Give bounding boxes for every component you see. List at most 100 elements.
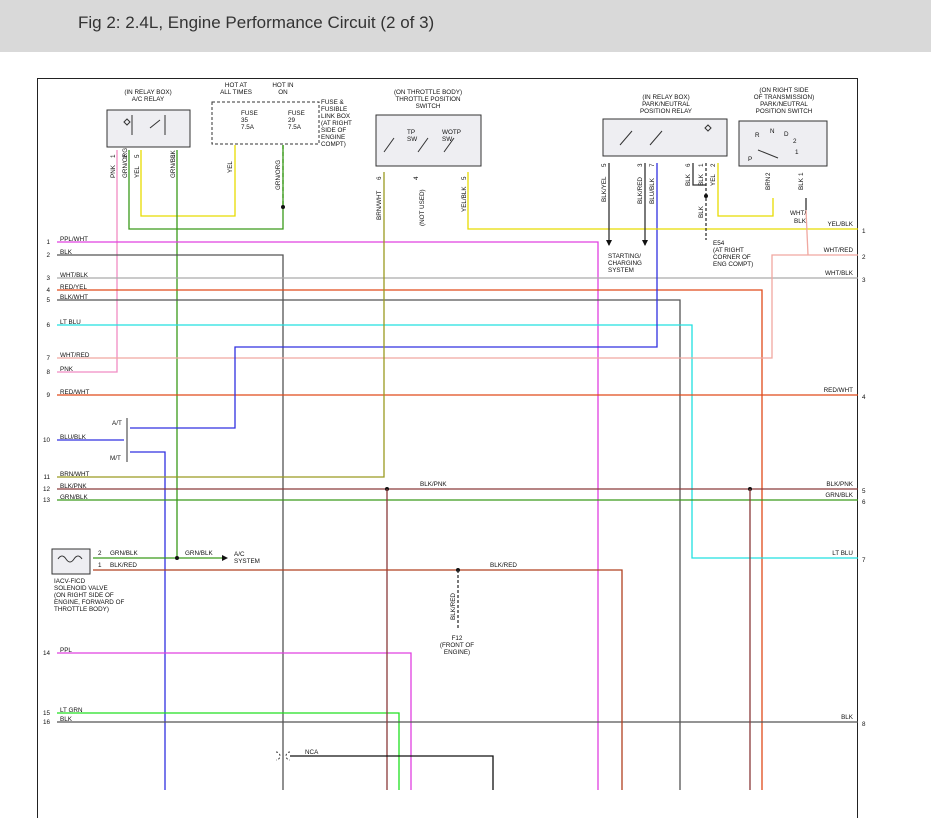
wire-ppl	[57, 652, 412, 790]
pn-relay-box	[602, 118, 728, 157]
wire-nca	[290, 755, 494, 790]
wire-brn-wht	[57, 172, 385, 478]
wire-pnk	[57, 150, 118, 373]
left-wire-label: BLK/PNK	[60, 483, 87, 490]
pn-pin-label: 1	[698, 163, 705, 167]
pn-wire-label: BLK/RED	[637, 177, 644, 204]
right-wire-label: BLK	[841, 714, 854, 721]
right-pin-number: 7	[862, 557, 866, 564]
iacv-wire: GRN/BLK	[185, 550, 213, 557]
ac-system-label: SYSTEM	[234, 558, 260, 565]
left-pin-number: 9	[46, 392, 50, 399]
f12-label: ENGINE)	[444, 649, 470, 656]
wire-pnsw-wht-red	[805, 209, 809, 256]
pn-switch-label: OF TRANSMISSION)	[754, 94, 814, 101]
f12-wire-label: BLK/RED	[450, 593, 457, 620]
left-wire-label: BRN/WHT	[60, 471, 90, 478]
left-pin-number: 11	[43, 474, 50, 481]
pn-pin-label: 3	[637, 163, 644, 167]
starting-label: CHARGING	[608, 260, 642, 267]
left-wire-label: RED/WHT	[60, 389, 90, 396]
wire-blk-wht	[57, 299, 681, 790]
fuse-35-label: 7.5A	[241, 124, 255, 131]
f12-label: (FRONT OF	[440, 642, 474, 649]
tps-switch-icon	[383, 137, 455, 153]
tps-label: THROTTLE POSITION	[395, 96, 461, 103]
ground-splice	[704, 194, 708, 198]
e54-label: E54	[713, 240, 725, 247]
iacv-wire: BLK/RED	[110, 562, 137, 569]
pnsw-wire-label: WHT/	[790, 210, 806, 217]
splice-label: BLK/PNK	[420, 481, 447, 488]
left-wire-label: WHT/RED	[60, 352, 90, 359]
fuse-hot-label: ON	[278, 89, 288, 96]
right-wire-label: WHT/BLK	[825, 270, 854, 277]
pn-pin-label: 5	[601, 163, 608, 167]
right-wire-label: BLK/PNK	[826, 481, 853, 488]
pn-letter: D	[784, 131, 789, 138]
page-title: Fig 2: 2.4L, Engine Performance Circuit …	[78, 13, 435, 32]
iacv-label: (ON RIGHT SIDE OF	[54, 592, 114, 599]
pn-letter: N	[770, 128, 775, 135]
left-pin-number: 13	[43, 497, 51, 504]
iacv-label: IACV-FICD	[54, 578, 86, 585]
fuse-box	[211, 101, 320, 145]
wire-blk	[57, 254, 284, 790]
pn-relay-label: POSITION RELAY	[640, 108, 693, 115]
iacv-label: THROTTLE BODY)	[54, 606, 109, 613]
wire-iacv-blk-red	[93, 569, 623, 790]
right-wire-label: RED/WHT	[824, 387, 854, 394]
wotp-sw-label: SW	[442, 136, 452, 143]
left-wire-label: BLU/BLK	[60, 434, 87, 441]
right-pin-number: 1	[862, 228, 866, 235]
fuse-35-label: 35	[241, 117, 249, 124]
left-pin-number: 8	[46, 369, 50, 376]
fuse-29-label: 7.5A	[288, 124, 302, 131]
fuse-box-label: (AT RIGHT	[321, 120, 352, 127]
left-wire-label: RED/YEL	[60, 284, 87, 291]
nca-connector	[275, 751, 291, 761]
ac-relay-label: A/C RELAY	[132, 96, 165, 103]
left-pin-number: 15	[43, 710, 51, 717]
fuse-29-label: FUSE	[288, 110, 305, 117]
mt-label: M/T	[110, 455, 121, 462]
fuse-35-label: FUSE	[241, 110, 258, 117]
arrow-to-starting	[606, 240, 648, 246]
e54-label: ENG COMPT)	[713, 261, 753, 268]
tps-pin-label: 4	[413, 176, 420, 180]
fuse-wire-label: GRN/ORG	[275, 160, 282, 190]
right-pin-number: 6	[862, 499, 866, 506]
ac-relay-pin-label: 1	[110, 154, 117, 158]
pn-pin-label: 7	[649, 163, 656, 167]
at-label: A/T	[112, 420, 122, 427]
pn-letter: 2	[793, 138, 797, 145]
relay-switch-icon	[131, 115, 166, 135]
left-wire-label: BLK	[60, 249, 73, 256]
right-pin-number: 5	[862, 488, 866, 495]
iacv-label: SOLENOID VALVE	[54, 585, 108, 592]
ac-relay-label: (IN RELAY BOX)	[124, 89, 171, 96]
ac-relay-pin-label: 3	[170, 154, 177, 158]
left-pin-number: 10	[43, 437, 51, 444]
fuse-hot-label: HOT AT	[225, 82, 247, 89]
fuse-wire-label: YEL	[227, 161, 234, 173]
wire-lt-blu	[57, 324, 858, 559]
wire-yel	[140, 145, 236, 217]
wire-red-yel	[57, 289, 763, 790]
starting-label: SYSTEM	[608, 267, 634, 274]
pn-switch-label: (ON RIGHT SIDE	[759, 87, 808, 94]
pn-wire-label: BLK/YEL	[601, 176, 608, 202]
pn-wire-label: BLK	[698, 173, 705, 186]
pn-letter: 1	[795, 149, 799, 156]
left-pin-number: 5	[46, 297, 50, 304]
left-wire-label: BLK	[60, 716, 73, 723]
fuse-box-label: LINK BOX	[321, 113, 351, 120]
pnsw-wire-label: BRN	[765, 176, 772, 190]
pn-switch-label: POSITION SWITCH	[756, 108, 813, 115]
left-wire-label: BLK/WHT	[60, 294, 88, 301]
blk-red-label: BLK/RED	[490, 562, 517, 569]
fuse-box-label: ENGINE	[321, 134, 345, 141]
pn-pin-label: 2	[710, 163, 717, 167]
fuse-29-label: 29	[288, 117, 296, 124]
